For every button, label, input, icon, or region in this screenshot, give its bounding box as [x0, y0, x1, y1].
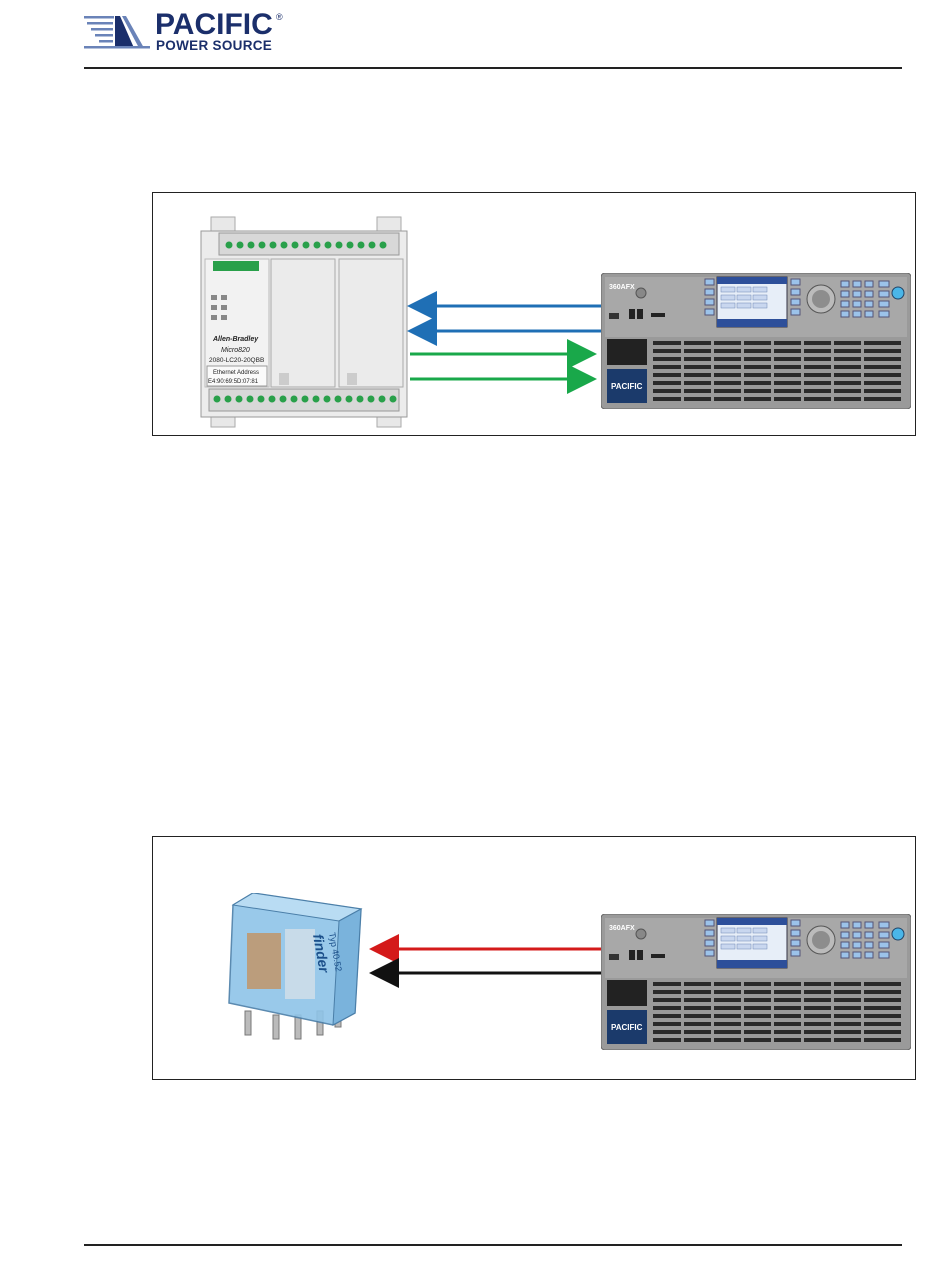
psu-model-label: 360AFX [609, 284, 635, 291]
logo-subtitle: POWER SOURCE [156, 39, 272, 53]
footer-divider [84, 1244, 902, 1246]
psu-badge-2: PACIFIC [611, 1023, 643, 1032]
power-source-image-2: 360AFX [601, 914, 911, 1050]
company-logo: PACIFIC ® POWER SOURCE [84, 12, 304, 54]
figure-relay-connection: finder Typ 40.52 360AFX [152, 836, 916, 1080]
pacific-logo-icon [84, 14, 152, 50]
header-divider [84, 67, 902, 69]
power-source-image: 360AFX [601, 273, 911, 409]
psu-model-label-2: 360AFX [609, 925, 635, 932]
logo-wordmark: PACIFIC [155, 10, 273, 40]
registered-mark: ® [276, 12, 283, 22]
psu-badge: PACIFIC [611, 382, 643, 391]
figure-plc-connection: Allen-Bradley Micro820 2080-LC20-20QBB E… [152, 192, 916, 436]
